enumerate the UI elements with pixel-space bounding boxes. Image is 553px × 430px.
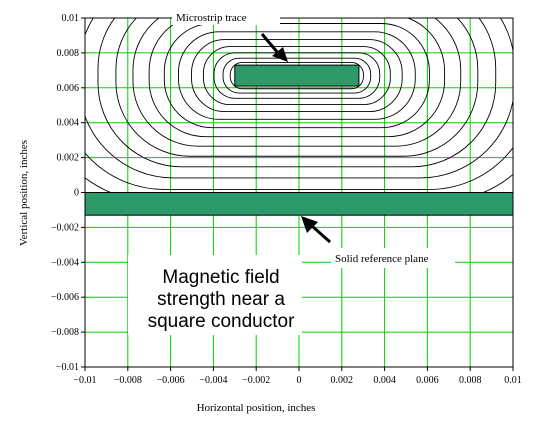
trace-arrow <box>260 33 288 62</box>
trace-label: Microstrip trace <box>176 12 247 24</box>
y-tick-label: 0.01 <box>62 13 80 24</box>
contour-line <box>132 18 462 147</box>
y-axis-ticks: −0.01 −0.008 −0.006 −0.004 −0.002 0 0.002 0.004… <box>51 13 85 373</box>
contour-line <box>148 18 446 138</box>
y-tick-label: 0.008 <box>57 48 80 59</box>
x-tick-label: 0.004 <box>373 375 396 386</box>
contour-line <box>85 146 513 190</box>
plane-label: Solid reference plane <box>335 253 429 265</box>
y-tick-label: 0.004 <box>57 118 80 129</box>
y-tick-label: −0.008 <box>51 327 79 338</box>
contour-line <box>97 18 497 168</box>
microstrip-trace <box>234 64 360 87</box>
y-axis-label: Vertical position, inches <box>18 140 30 246</box>
caption-bg <box>128 255 302 335</box>
x-tick-label: 0.008 <box>459 375 482 386</box>
contour-line <box>115 18 479 157</box>
y-tick-label: −0.002 <box>51 222 79 233</box>
reference-plane <box>84 192 514 216</box>
x-tick-label: −0.002 <box>242 375 270 386</box>
contour-line <box>163 23 430 129</box>
y-tick-label: 0.002 <box>57 153 80 164</box>
contour-line <box>213 52 381 99</box>
y-tick-label: −0.006 <box>51 292 79 303</box>
contour-line <box>222 57 372 94</box>
x-tick-label: 0.006 <box>416 375 439 386</box>
y-tick-label: −0.004 <box>51 257 79 268</box>
contour-line <box>85 18 513 179</box>
x-tick-label: −0.008 <box>114 375 142 386</box>
contour-lines <box>85 18 513 193</box>
x-tick-label: 0.002 <box>331 375 354 386</box>
y-tick-label: −0.01 <box>56 362 79 373</box>
contour-line <box>191 39 403 113</box>
caption-line-3: square conductor <box>148 311 295 332</box>
caption-line-2: strength near a <box>157 289 285 310</box>
x-axis-ticks: −0.01 −0.008 −0.006 −0.004 −0.002 0 0.002 0.004… <box>73 367 522 386</box>
x-tick-label: −0.006 <box>157 375 185 386</box>
x-tick-label: −0.01 <box>73 375 96 386</box>
caption-line-1: Magnetic field <box>162 267 279 288</box>
y-tick-label: 0 <box>74 188 79 199</box>
contour-line <box>178 31 416 120</box>
x-tick-label: 0 <box>297 375 302 386</box>
x-tick-label: 0.01 <box>504 375 522 386</box>
y-tick-label: 0.006 <box>57 83 80 94</box>
plane-label-bg <box>331 248 455 268</box>
x-axis-label: Horizontal position, inches <box>197 402 316 414</box>
x-tick-label: −0.004 <box>199 375 227 386</box>
contour-line <box>229 61 364 90</box>
trace-label-bg <box>172 7 280 25</box>
plane-arrow <box>301 216 331 244</box>
contour-line <box>202 46 391 106</box>
